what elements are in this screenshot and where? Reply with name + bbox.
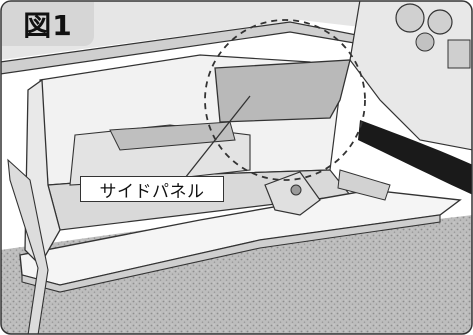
figure-label-badge: 図1 <box>2 2 94 46</box>
side-panel <box>215 60 350 122</box>
side-panel-callout: サイドパネル <box>80 176 224 202</box>
callout-label: サイドパネル <box>100 177 205 202</box>
figure-label: 図1 <box>23 4 72 44</box>
